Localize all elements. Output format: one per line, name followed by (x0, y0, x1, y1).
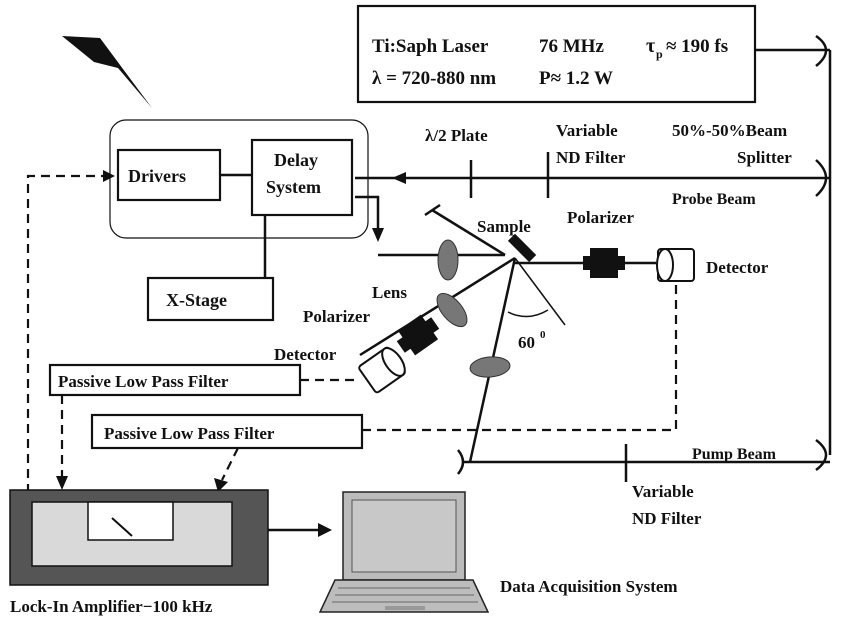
reflected-probe-beam (431, 208, 506, 257)
detector-left-label: Detector (274, 345, 337, 364)
detector-left (358, 346, 406, 394)
splitter-label-1: 50%-50%Beam (672, 121, 787, 140)
detector-right (656, 248, 695, 282)
xstage-label: X-Stage (166, 290, 227, 310)
probe-beam-arrow (392, 172, 406, 184)
half-wave-label: λ/2 Plate (425, 126, 488, 145)
laser-power: P≈ 1.2 W (539, 68, 613, 89)
lens-pump (469, 356, 511, 378)
delayed-beam-path (355, 195, 380, 235)
splitter-label-2: Splitter (737, 148, 792, 167)
mirror-pump (457, 449, 465, 475)
polarizer-left (396, 314, 440, 356)
mirror-bottom-right (815, 439, 828, 471)
drivers-arrow (103, 170, 115, 182)
polarizer-right (583, 248, 625, 278)
probe-beam-label: Probe Beam (672, 191, 756, 208)
angle-arc (507, 309, 549, 318)
lens-label: Lens (372, 283, 407, 302)
filter-bottom-to-lockin (221, 447, 239, 481)
filter-top-box (48, 363, 302, 397)
reflected-beam-left (359, 256, 516, 357)
laptop-icon (318, 491, 490, 613)
detector-right-label: Detector (706, 258, 769, 277)
drivers-box (116, 148, 222, 202)
delayed-beam-arrow (372, 228, 384, 242)
filter-bottom-arrow (214, 478, 228, 492)
sample-label: Sample (477, 217, 531, 236)
delay-label-2: System (266, 177, 321, 197)
polarizer-right-label: Polarizer (567, 208, 634, 227)
lockin-to-daq-arrow (318, 523, 332, 537)
lens-probe (437, 239, 459, 281)
laser-tau-sub: p (656, 47, 663, 61)
drivers-label: Drivers (128, 166, 186, 186)
delay-system-box (250, 138, 354, 217)
laser-box (356, 4, 757, 104)
polarizer-left-label: Polarizer (303, 307, 370, 326)
signal-line-drivers (26, 174, 110, 490)
mirror-top-right (815, 34, 828, 67)
laser-name: Ti:Saph Laser (372, 36, 489, 57)
nd-pump-label-1: Variable (632, 482, 694, 501)
pointer-arrow-icon (62, 36, 152, 108)
nd-pump-label-2: ND Filter (632, 509, 702, 528)
delay-label-1: Delay (274, 150, 318, 170)
angle-unit: 0 (540, 329, 546, 341)
filter-bottom-label: Passive Low Pass Filter (104, 424, 275, 443)
nd-probe-label-2: ND Filter (556, 148, 626, 167)
delay-group-frame (109, 119, 369, 239)
sample-plate (507, 233, 537, 263)
laser-wavelength: λ = 720-880 nm (372, 68, 496, 89)
pump-beam-label: Pump Beam (692, 446, 777, 463)
filter-bottom-box (90, 413, 364, 450)
xstage-box (146, 276, 275, 322)
laser-tau: τ (646, 35, 655, 57)
laser-pulse-width: ≈ 190 fs (666, 36, 728, 57)
filter-top-label: Passive Low Pass Filter (58, 372, 229, 391)
filter-top-arrow (56, 476, 68, 490)
nd-probe-label-1: Variable (556, 121, 618, 140)
angle-ray (514, 257, 566, 326)
angle-label: 60 (518, 333, 535, 352)
lockin-label: Lock-In Amplifier−100 kHz (10, 597, 213, 616)
daq-label: Data Acquisition System (500, 577, 678, 596)
laser-rate: 76 MHz (539, 36, 604, 57)
signal-line-right-detector (362, 285, 678, 432)
lockin-amplifier-icon (9, 489, 269, 586)
lens-left (436, 292, 468, 328)
